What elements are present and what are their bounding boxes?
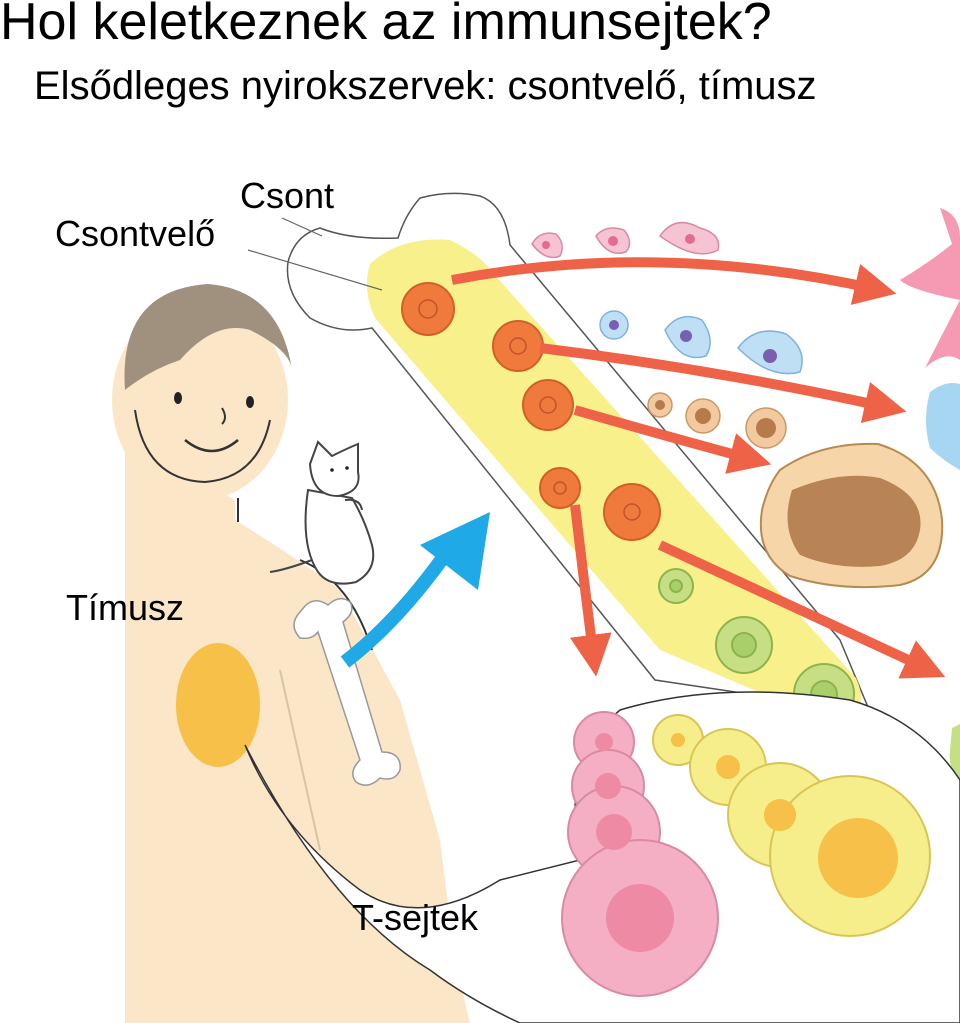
slide-subtitle: Elsődleges nyirokszervek: csontvelő, tím… — [34, 64, 817, 108]
large-cell-nucleus — [787, 475, 921, 567]
cat-paws — [344, 498, 363, 511]
red-arrow — [569, 504, 612, 677]
progenitor-cell — [522, 379, 574, 431]
blue-cells — [599, 310, 803, 375]
cat-eye-right — [345, 466, 349, 470]
person-body — [125, 435, 470, 1023]
arm-outline — [279, 669, 321, 851]
progenitor-cell — [492, 320, 544, 372]
red-arrow — [539, 343, 907, 423]
label-bone: Csont — [240, 175, 335, 216]
progenitor-cell — [401, 282, 455, 336]
red-arrow — [573, 405, 772, 474]
person-figure — [112, 284, 470, 1023]
cat-eye-left — [330, 468, 334, 472]
red-arrow — [657, 540, 946, 679]
smile — [184, 439, 239, 453]
slide-title: Hol keletkeznek az immunsejtek? — [0, 0, 772, 51]
bone-leader — [281, 217, 323, 237]
blue-arrow — [340, 512, 490, 668]
cat-figure — [269, 440, 375, 585]
thymus — [176, 643, 260, 767]
red-arrow — [451, 257, 897, 305]
bone-marrow — [366, 239, 862, 723]
label-thymus: Tímusz — [66, 587, 185, 628]
right-eye — [246, 396, 254, 408]
differentiation-arrows — [451, 257, 946, 679]
cat-head — [308, 440, 360, 498]
label-t-cells: T-sejtek — [352, 897, 479, 938]
face-outline — [134, 409, 271, 484]
leader-lines — [247, 217, 383, 291]
arm-bone — [293, 597, 401, 786]
nose — [221, 407, 226, 425]
progenitor-cell — [603, 483, 661, 541]
blue-cell-partial — [926, 383, 960, 470]
pink-cell-partial — [900, 208, 960, 368]
label-bone-marrow: Csontvelő — [55, 213, 216, 254]
person-hair — [124, 284, 292, 390]
cat-tail — [269, 559, 313, 573]
large-cell — [759, 442, 944, 589]
progenitor-cell — [539, 467, 581, 509]
progenitor-cells — [401, 282, 661, 541]
marrow-leader — [247, 249, 383, 291]
cat-body — [304, 488, 375, 585]
left-eye — [174, 392, 182, 404]
